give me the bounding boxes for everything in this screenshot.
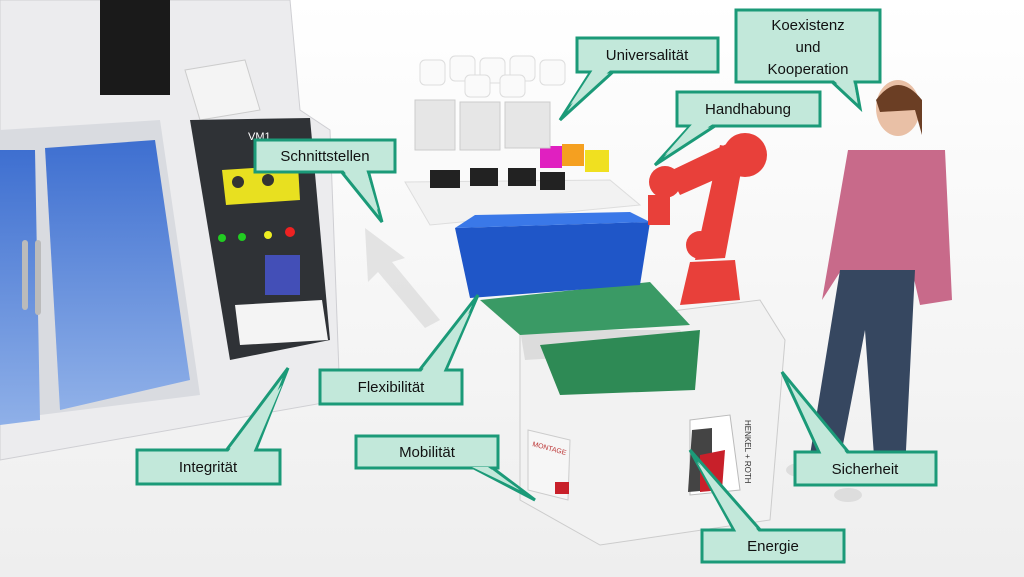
- svg-text:Universalität: Universalität: [606, 47, 689, 64]
- parts-shelf: [404, 55, 642, 226]
- callout-schnittstellen: Schnittstellen: [253, 138, 397, 223]
- callout-sicherheit: Sicherheit: [780, 371, 938, 487]
- svg-text:Sicherheit: Sicherheit: [832, 461, 900, 478]
- callout-flexibilitaet: Flexibilität: [318, 294, 480, 406]
- callout-integritaet: Integrität: [135, 367, 290, 486]
- svg-text:Kooperation: Kooperation: [768, 61, 849, 78]
- blue-bin: [455, 212, 650, 298]
- svg-text:Koexistenz: Koexistenz: [771, 17, 844, 34]
- callout-mobilitaet: Mobilität: [354, 434, 536, 502]
- svg-text:Integrität: Integrität: [179, 459, 238, 476]
- callout-energie: Energie: [688, 449, 846, 564]
- brand-label: HENKEL + ROTH: [743, 420, 752, 484]
- machine-tool: VM1: [0, 0, 341, 461]
- callout-koexistenz: Koexistenz und Kooperation: [734, 8, 882, 113]
- svg-text:Schnittstellen: Schnittstellen: [280, 148, 369, 165]
- svg-text:Energie: Energie: [747, 538, 799, 555]
- person: [786, 80, 952, 502]
- callout-universalitaet: Universalität: [558, 36, 720, 122]
- svg-text:und: und: [795, 39, 820, 56]
- arrow-graphic: [365, 228, 440, 328]
- robot-arm: [648, 133, 767, 305]
- svg-text:Handhabung: Handhabung: [705, 101, 791, 118]
- svg-text:Mobilität: Mobilität: [399, 444, 456, 461]
- svg-text:Flexibilität: Flexibilität: [358, 379, 426, 396]
- callout-handhabung: Handhabung: [653, 90, 822, 167]
